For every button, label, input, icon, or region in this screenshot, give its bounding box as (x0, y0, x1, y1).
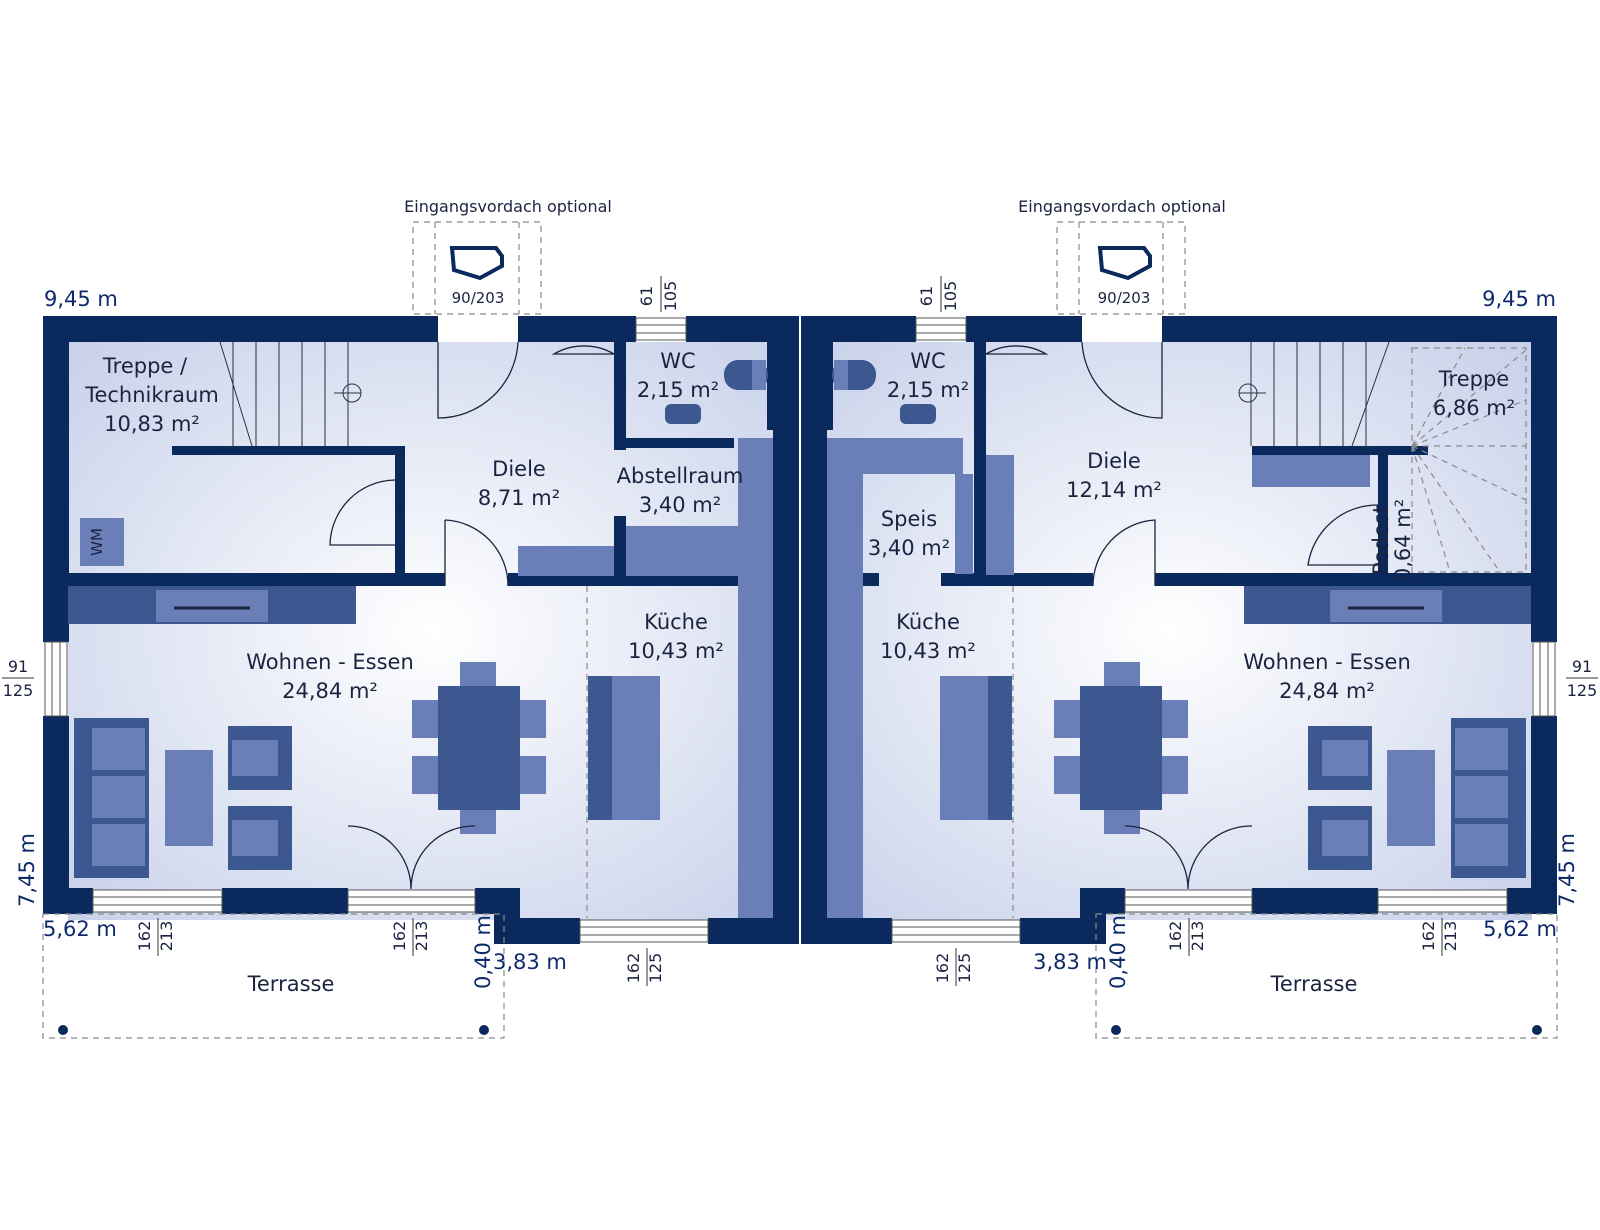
room-area: 2,15 m² (887, 378, 969, 402)
doors (329, 341, 1379, 890)
room-area: 3,40 m² (868, 536, 950, 560)
room-name: Küche (896, 610, 960, 634)
room-name: Treppe (1438, 367, 1509, 391)
kitchen-width-dim: 3,83 m (1033, 950, 1107, 974)
terrace-width-dim: 5,62 m (1483, 917, 1557, 941)
svg-text:105: 105 (941, 281, 960, 312)
svg-text:162: 162 (1166, 921, 1185, 952)
terrace-right (1095, 913, 1558, 1039)
room-area: 10,83 m² (104, 412, 200, 436)
terrace-width-dim: 5,62 m (43, 917, 117, 941)
canopy-left (412, 221, 542, 315)
depth-dim: 7,45 m (1555, 833, 1579, 907)
svg-text:213: 213 (412, 921, 431, 952)
room-name: Abstellraum (617, 464, 744, 488)
room-name: Diele (492, 457, 546, 481)
terrace-label: Terrasse (247, 972, 335, 996)
room-area: 10,43 m² (628, 639, 724, 663)
furniture-left: WM (68, 341, 773, 918)
terrace-left (42, 913, 505, 1039)
svg-text:162: 162 (135, 921, 154, 952)
walls-left (43, 316, 799, 944)
svg-text:61: 61 (917, 286, 936, 306)
room-name: Technikraum (84, 383, 219, 407)
walls-right (801, 316, 1557, 944)
offset-dim: 0,40 m (1106, 915, 1130, 989)
room-name: Wohnen - Essen (1243, 650, 1411, 674)
room-name: WC (660, 349, 695, 373)
canopy-icon (1097, 246, 1152, 281)
room-name: Treppe / (102, 354, 188, 378)
room-area: 6,86 m² (1433, 396, 1515, 420)
windows (44, 317, 1556, 943)
svg-text:213: 213 (1441, 921, 1460, 952)
door-dim: 90/203 (1098, 289, 1151, 307)
svg-text:125: 125 (3, 681, 34, 700)
room-name: Küche (644, 610, 708, 634)
svg-text:91: 91 (1572, 657, 1592, 676)
wm-label: WM (88, 528, 106, 556)
svg-text:105: 105 (661, 281, 680, 312)
room-area: 2,15 m² (637, 378, 719, 402)
room-area: 24,84 m² (282, 679, 378, 703)
canopy-label: Eingangsvordach optional (1018, 197, 1226, 216)
room-area: 8,71 m² (478, 486, 560, 510)
landing-stairs (1411, 347, 1527, 573)
canopy-right (1056, 221, 1186, 315)
svg-text:125: 125 (1567, 681, 1598, 700)
canopy-label: Eingangsvordach optional (404, 197, 612, 216)
width-dim: 9,45 m (44, 287, 118, 311)
room-area: 0,64 m² (1391, 499, 1415, 581)
staircase (219, 341, 362, 447)
room-name: Diele (1087, 449, 1141, 473)
depth-dim: 7,45 m (15, 833, 39, 907)
room-name: Wohnen - Essen (246, 650, 414, 674)
svg-text:162: 162 (390, 921, 409, 952)
room-name: Speis (881, 507, 937, 531)
svg-text:213: 213 (1188, 921, 1207, 952)
room-name: Podest (1369, 505, 1393, 575)
staircase (1238, 341, 1390, 447)
kitchen-width-dim: 3,83 m (493, 950, 567, 974)
svg-text:91: 91 (8, 657, 28, 676)
room-area: 24,84 m² (1279, 679, 1375, 703)
svg-text:213: 213 (157, 921, 176, 952)
svg-text:125: 125 (955, 953, 974, 984)
width-dim: 9,45 m (1482, 287, 1556, 311)
furniture-right (827, 341, 1531, 918)
svg-text:61: 61 (637, 286, 656, 306)
room-area: 12,14 m² (1066, 478, 1162, 502)
room-name: WC (910, 349, 945, 373)
offset-dim: 0,40 m (471, 915, 495, 989)
terrace-label: Terrasse (1270, 972, 1358, 996)
svg-text:162: 162 (624, 953, 643, 984)
svg-text:162: 162 (1419, 921, 1438, 952)
svg-text:125: 125 (646, 953, 665, 984)
washing-machine (80, 518, 124, 566)
canopy-icon (449, 246, 504, 281)
room-area: 10,43 m² (880, 639, 976, 663)
room-area: 3,40 m² (639, 493, 721, 517)
window-dims: 61 105 61 105 91 125 91 125 162 213 162 … (2, 276, 1598, 986)
door-dim: 90/203 (452, 289, 505, 307)
svg-text:162: 162 (933, 953, 952, 984)
